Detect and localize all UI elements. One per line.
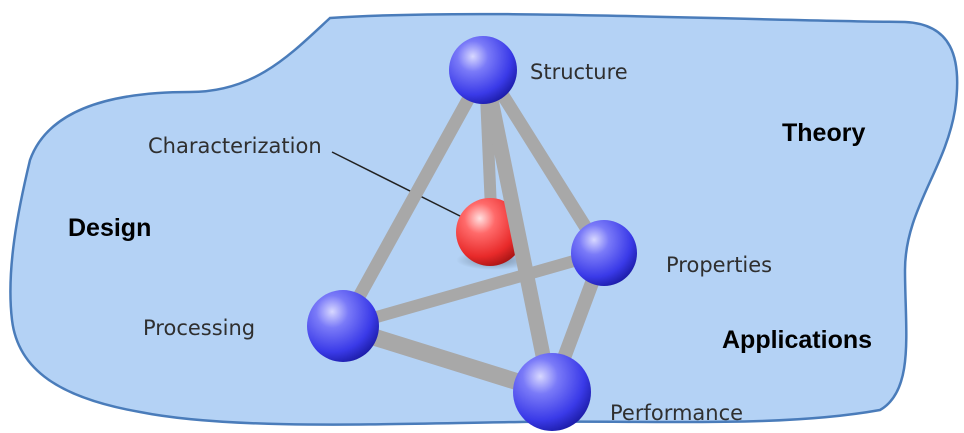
theory-label: Theory <box>782 119 865 147</box>
properties-node <box>571 220 637 286</box>
structure-label: Structure <box>530 60 628 84</box>
rod-structure-processing <box>338 71 487 329</box>
performance-label: Performance <box>610 401 743 425</box>
processing-label: Processing <box>143 316 255 340</box>
characterization-label: Characterization <box>148 134 322 158</box>
performance-node <box>513 353 591 431</box>
properties-label: Properties <box>666 253 772 277</box>
applications-label: Applications <box>722 326 872 354</box>
rod-structure-performance <box>479 72 558 398</box>
structure-node <box>449 36 517 104</box>
rod-structure-properties <box>485 71 607 257</box>
characterization-leader-line <box>331 151 473 223</box>
processing-node <box>307 290 379 362</box>
rod-processing-properties <box>339 247 608 332</box>
design-label: Design <box>68 214 151 242</box>
